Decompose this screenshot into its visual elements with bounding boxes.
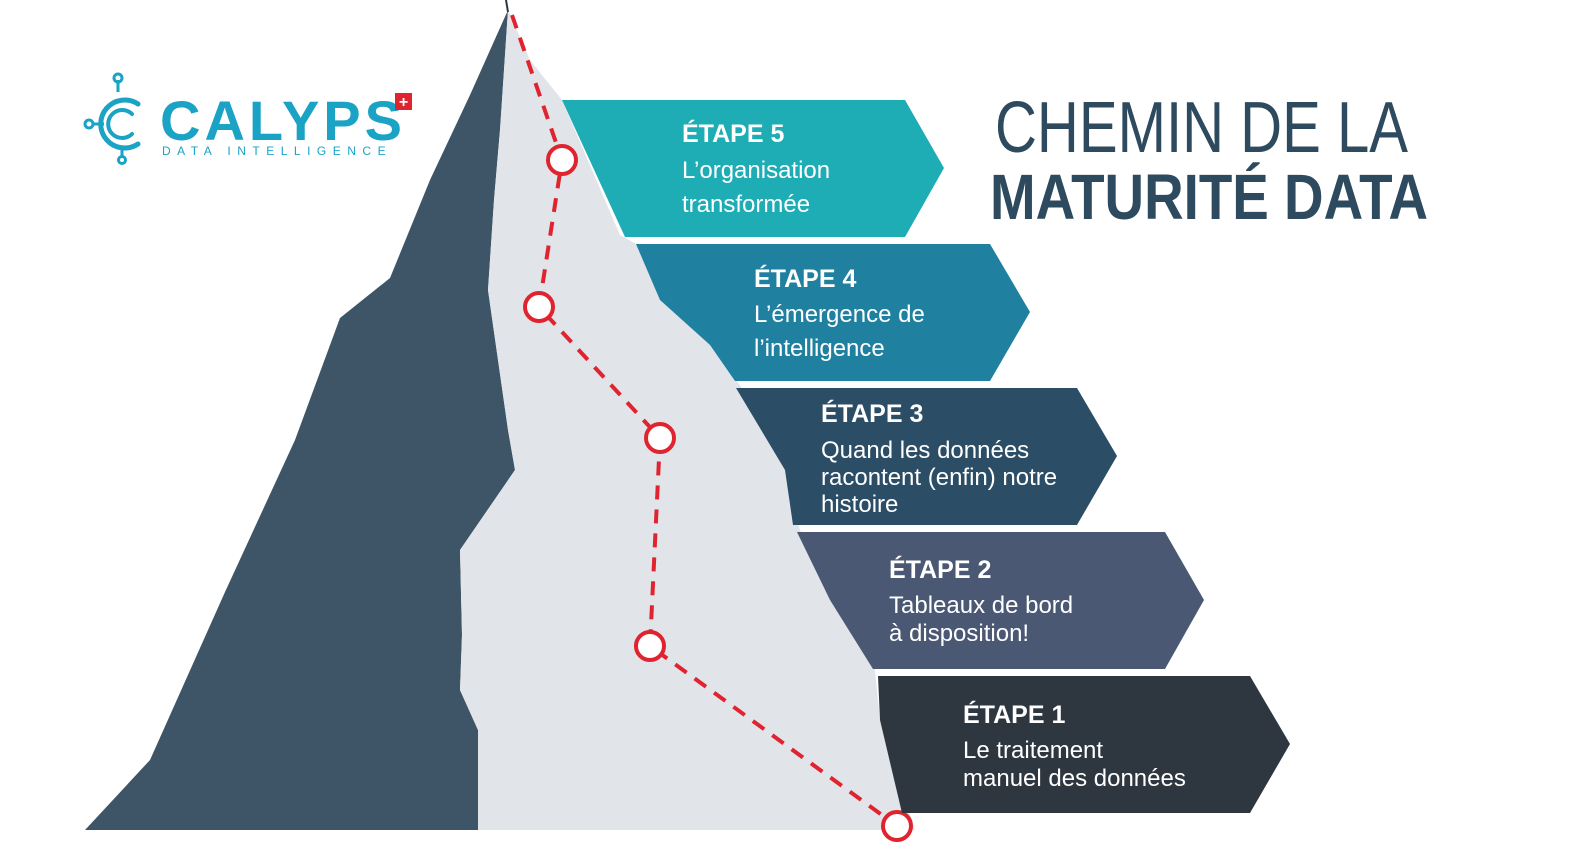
stage-3-line-1: Quand les données xyxy=(821,437,1029,464)
stage-2-line-2: à disposition! xyxy=(889,620,1029,647)
stage-2-line-1: Tableaux de bord xyxy=(889,592,1073,619)
stage-banner-4: ÉTAPE 4 L’émergence de l’intelligence xyxy=(636,244,1030,381)
brand-logo: CALYPS DATA INTELLIGENCE + xyxy=(83,72,412,165)
brand-tagline: DATA INTELLIGENCE xyxy=(162,144,392,158)
mountain-dark-face xyxy=(85,10,515,830)
route-dashed-line xyxy=(510,14,899,828)
stage-4-line-1: L’émergence de xyxy=(754,301,925,328)
stage-banner-2: ÉTAPE 2 Tableaux de bord à disposition! xyxy=(797,532,1204,669)
stage-banner-5: ÉTAPE 5 L’organisation transformée xyxy=(562,100,944,237)
stage-4-arrow xyxy=(636,244,1030,381)
stage-5-line-2: transformée xyxy=(682,191,810,218)
stage-1-title: ÉTAPE 1 xyxy=(963,700,1065,729)
stage-2-title: ÉTAPE 2 xyxy=(889,555,991,584)
waypoint-marker-3 xyxy=(644,422,676,454)
title-line-1: CHEMIN DE LA xyxy=(995,88,1408,168)
stage-2-arrow xyxy=(797,532,1204,669)
mountain-light-face xyxy=(460,10,915,830)
stage-3-line-3: histoire xyxy=(821,491,898,518)
waypoint-marker-5 xyxy=(546,144,578,176)
waypoint-marker-2 xyxy=(634,630,666,662)
stage-banners: ÉTAPE 5 L’organisation transformée ÉTAPE… xyxy=(562,100,1290,813)
waypoint-marker-1 xyxy=(881,810,913,842)
stage-5-arrow xyxy=(562,100,944,237)
mountain xyxy=(85,0,915,830)
swiss-flag-icon: + xyxy=(395,93,412,111)
diagram-title: CHEMIN DE LA MATURITÉ DATA xyxy=(990,88,1428,233)
stage-4-title: ÉTAPE 4 xyxy=(754,264,856,293)
stage-1-arrow xyxy=(878,676,1290,813)
stage-1-line-1: Le traitement xyxy=(963,737,1103,764)
stage-5-title: ÉTAPE 5 xyxy=(682,119,784,148)
stage-4-line-2: l’intelligence xyxy=(754,335,885,362)
stage-3-line-2: racontent (enfin) notre xyxy=(821,464,1057,491)
stage-banner-3: ÉTAPE 3 Quand les données racontent (enf… xyxy=(736,388,1117,525)
title-line-2: MATURITÉ DATA xyxy=(990,161,1428,233)
calyps-c-logo-icon xyxy=(83,72,141,165)
stage-3-arrow xyxy=(736,388,1117,525)
waypoint-marker-4 xyxy=(523,291,555,323)
stage-banner-1: ÉTAPE 1 Le traitement manuel des données xyxy=(878,676,1290,813)
stage-5-line-1: L’organisation xyxy=(682,157,830,184)
stage-3-title: ÉTAPE 3 xyxy=(821,399,923,428)
svg-text:+: + xyxy=(399,94,408,111)
climbing-route xyxy=(510,14,913,842)
stage-1-line-2: manuel des données xyxy=(963,765,1186,792)
brand-name: CALYPS xyxy=(160,89,406,152)
